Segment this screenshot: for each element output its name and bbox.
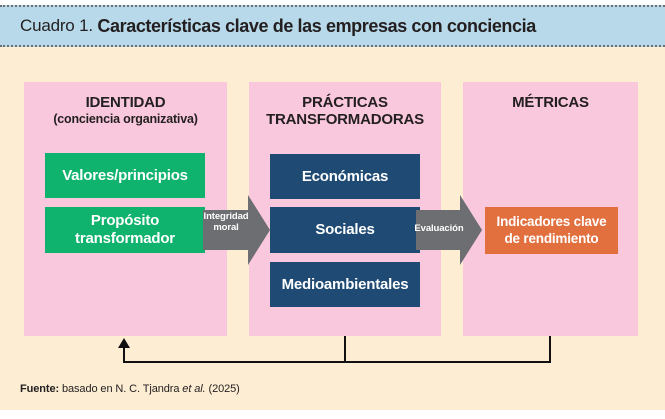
panel-practicas-title: PRÁCTICAS TRANSFORMADORAS — [266, 94, 424, 129]
box-economicas: Económicas — [270, 154, 420, 199]
panel-practicas-transformadoras: PRÁCTICAS TRANSFORMADORAS Económicas Soc… — [249, 82, 441, 336]
feedback-line-horizontal — [123, 361, 551, 363]
panel-metricas-title: MÉTRICAS — [512, 94, 589, 111]
panel-metricas: MÉTRICAS Indicadores clave de rendimient… — [463, 82, 638, 336]
source-text: basado en N. C. Tjandra — [59, 383, 183, 395]
box-indicadores-clave: Indicadores clave de rendimiento — [485, 207, 618, 254]
panel-identidad-subtitle: (conciencia organizativa) — [53, 112, 198, 127]
box-sociales: Sociales — [270, 207, 420, 253]
source-label: Fuente: — [20, 383, 60, 395]
panel-identidad-title: IDENTIDAD — [85, 94, 166, 111]
right-arrow-head-icon — [248, 195, 270, 265]
figure-number: Cuadro 1. — [20, 16, 98, 35]
up-arrow-head-icon — [118, 338, 130, 348]
arrow-integridad-moral-label: Integridad moral — [203, 211, 249, 233]
feedback-arrow-stem — [123, 347, 125, 363]
right-arrow-head-icon — [460, 195, 482, 265]
source-etal: et al. — [182, 383, 206, 395]
source-note: Fuente: basado en N. C. Tjandra et al. (… — [20, 383, 240, 395]
figure-title: Características clave de las empresas co… — [97, 15, 536, 36]
box-valores-principios: Valores/principios — [45, 153, 205, 198]
box-proposito-transformador: Propósito transformador — [45, 207, 205, 253]
arrow-evaluacion-body — [416, 210, 460, 250]
feedback-line-from-practicas — [344, 336, 346, 363]
panel-identidad: IDENTIDAD (conciencia organizativa) Valo… — [24, 82, 227, 336]
figure-title-bar: Cuadro 1. Características clave de las e… — [0, 5, 665, 47]
arrow-integridad-moral-body — [203, 210, 248, 250]
arrow-evaluacion-label: Evaluación — [414, 223, 464, 234]
source-year: (2025) — [205, 383, 240, 395]
box-medioambientales: Medioambientales — [270, 262, 420, 307]
feedback-line-from-metricas — [549, 336, 551, 363]
